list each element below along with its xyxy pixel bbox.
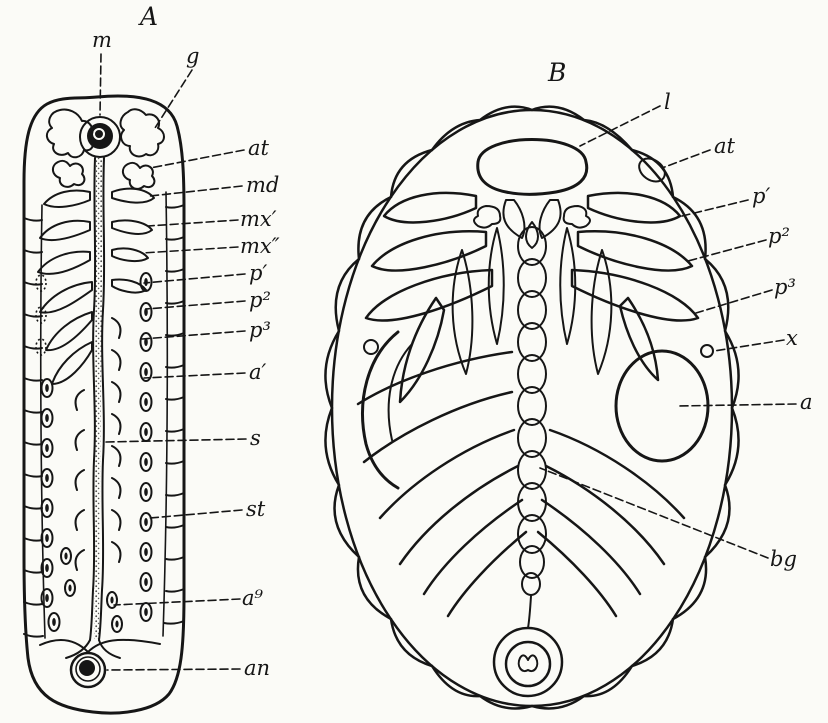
left-appendages <box>37 189 93 385</box>
germ-band <box>517 221 547 596</box>
label-b-x: x <box>786 326 798 350</box>
stigmata-left <box>35 274 123 633</box>
posterior-circles <box>492 626 564 698</box>
label-a-p3: p³ <box>249 318 271 342</box>
label-b-a: a <box>800 390 813 414</box>
left-amnion-region <box>361 330 413 490</box>
label-a-g: g <box>186 44 200 68</box>
label-a-a9: a⁹ <box>242 586 263 610</box>
panel-b-leader-lines <box>539 105 797 559</box>
panel-a-leader-lines <box>99 53 247 671</box>
limb-blades-right <box>570 191 700 382</box>
rudiment-hooks-left <box>74 389 85 571</box>
label-a-mx2: mx″ <box>240 234 280 258</box>
stigmata-right <box>139 272 153 622</box>
posterior-end <box>39 638 161 689</box>
label-a-at: at <box>248 136 269 160</box>
panel-a-drawing <box>22 94 186 715</box>
panel-b-drawing <box>324 105 740 710</box>
label-b-bg: bg <box>770 547 797 571</box>
marginal-lobes <box>324 105 740 710</box>
panel-b-title: B <box>548 58 567 87</box>
panel-a-title: A <box>140 2 159 31</box>
label-a-an: an <box>244 656 271 680</box>
label-a-st: st <box>246 497 266 521</box>
label-a-m: m <box>92 28 112 52</box>
antennal-lobe <box>638 157 666 183</box>
label-a-mx1: mx′ <box>240 207 277 231</box>
antenna-buds <box>52 159 156 190</box>
label-b-at: at <box>714 134 735 158</box>
segment-ticks-left <box>23 217 44 638</box>
vesicle-x <box>700 344 714 358</box>
label-b-p1: p′ <box>752 184 771 208</box>
label-b-p2: p² <box>768 224 790 248</box>
inner-leaves <box>451 227 613 375</box>
label-a-a1: a′ <box>249 360 267 384</box>
embryo-a-outline <box>22 94 186 715</box>
right-appendages <box>111 187 155 294</box>
label-a-p2: p² <box>249 288 271 312</box>
limb-blades-left <box>364 191 494 404</box>
brain-lobes <box>46 108 165 159</box>
label-a-s: s <box>250 426 261 450</box>
label-b-l: l <box>664 90 671 114</box>
rudiment-hooks-right <box>111 317 122 563</box>
label-b-p3: p³ <box>774 275 796 299</box>
radiating-limbs <box>356 350 686 629</box>
segment-ticks-right <box>163 204 185 625</box>
head-lobe <box>476 138 589 196</box>
head-appendages <box>473 199 591 239</box>
egg-outline <box>330 108 734 708</box>
label-a-md: md <box>246 173 280 197</box>
nerve-cord <box>89 157 106 641</box>
label-a-p1: p′ <box>249 261 268 285</box>
